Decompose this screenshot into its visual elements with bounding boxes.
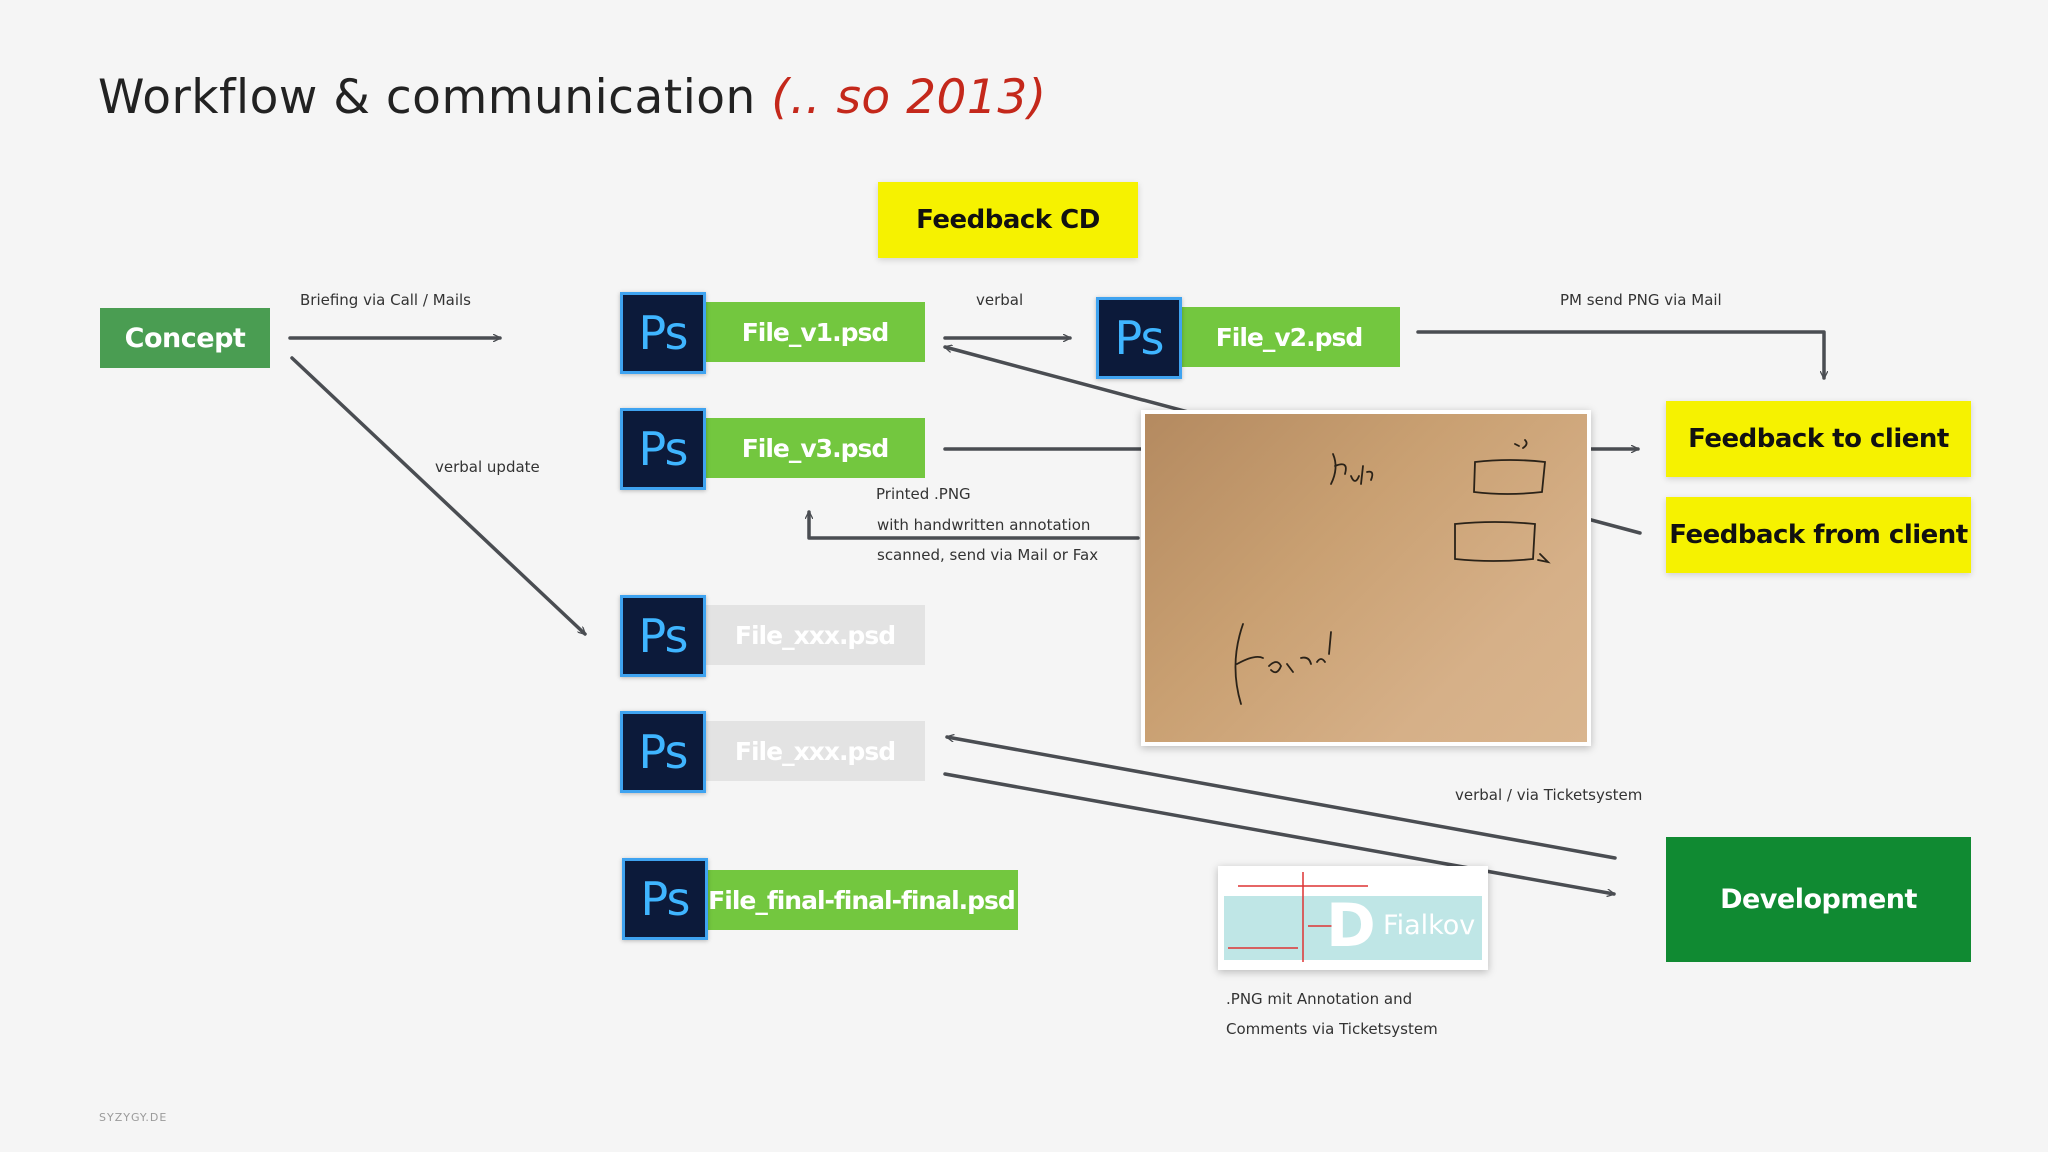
label-verbal: verbal bbox=[976, 291, 1024, 309]
file-v2-bar: File_v2.psd bbox=[1178, 307, 1400, 367]
ps-icon-text: Ps bbox=[638, 422, 689, 476]
file-final-bar: File_final-final-final.psd bbox=[705, 870, 1018, 930]
development-label: Development bbox=[1720, 884, 1917, 915]
label-briefing: Briefing via Call / Mails bbox=[300, 291, 471, 309]
label-png-annot-1: .PNG mit Annotation and bbox=[1226, 990, 1413, 1008]
feedback-to-client-box: Feedback to client bbox=[1666, 401, 1971, 477]
file-final-label: File_final-final-final.psd bbox=[708, 885, 1016, 915]
concept-box: Concept bbox=[100, 308, 270, 368]
file-xxx-label: File_xxx.psd bbox=[734, 736, 896, 766]
label-ticket: verbal / via Ticketsystem bbox=[1455, 786, 1643, 804]
label-printed-2: with handwritten annotation bbox=[877, 516, 1091, 534]
arrow-printed-to-v3 bbox=[809, 510, 1140, 540]
photoshop-icon: Ps bbox=[620, 292, 706, 374]
label-printed-1: Printed .PNG bbox=[876, 485, 971, 503]
file-xxx-bar: File_xxx.psd bbox=[705, 721, 925, 781]
ps-icon-text: Ps bbox=[640, 872, 691, 926]
title-accent: (.. so 2013) bbox=[771, 70, 1047, 125]
screenshot-text: Fialkov bbox=[1383, 910, 1476, 941]
file-v3-bar: File_v3.psd bbox=[705, 418, 925, 478]
arrow-xxx-to-dev bbox=[943, 772, 1616, 894]
scanned-annotation-photo bbox=[1141, 410, 1591, 746]
title-main: Workflow & communication bbox=[98, 70, 756, 125]
feedback-from-client-label: Feedback from client bbox=[1669, 520, 1968, 550]
arrow-concept-to-xxx bbox=[290, 356, 587, 636]
ps-icon-text: Ps bbox=[638, 725, 689, 779]
file-v2-label: File_v2.psd bbox=[1215, 322, 1364, 352]
file-v1-bar: File_v1.psd bbox=[705, 302, 925, 362]
development-box: Development bbox=[1666, 837, 1971, 962]
arrow-v2-to-feedback-client bbox=[1416, 330, 1824, 380]
photoshop-icon: Ps bbox=[620, 408, 706, 490]
file-v3-label: File_v3.psd bbox=[741, 433, 890, 463]
ps-icon-text: Ps bbox=[638, 609, 689, 663]
file-xxx-label: File_xxx.psd bbox=[734, 620, 896, 650]
label-png-annot-2: Comments via Ticketsystem bbox=[1226, 1020, 1438, 1038]
file-xxx-bar: File_xxx.psd bbox=[705, 605, 925, 665]
label-printed-3: scanned, send via Mail or Fax bbox=[877, 546, 1099, 564]
feedback-from-client-box: Feedback from client bbox=[1666, 497, 1971, 573]
ps-icon-text: Ps bbox=[638, 306, 689, 360]
annotated-png-thumbnail: D Fialkov bbox=[1218, 866, 1488, 970]
photoshop-icon: Ps bbox=[620, 595, 706, 677]
arrow-dev-to-xxx bbox=[945, 737, 1617, 860]
label-pm-send: PM send PNG via Mail bbox=[1560, 291, 1722, 309]
footer-brand: SYZYGY.DE bbox=[99, 1111, 168, 1124]
ps-icon-text: Ps bbox=[1114, 311, 1165, 365]
feedback-cd-label: Feedback CD bbox=[916, 205, 1100, 235]
page-title: Workflow & communication (.. so 2013) bbox=[98, 70, 1047, 125]
file-v1-label: File_v1.psd bbox=[741, 317, 890, 347]
photoshop-icon: Ps bbox=[620, 711, 706, 793]
photoshop-icon: Ps bbox=[622, 858, 708, 940]
label-verbal-update: verbal update bbox=[435, 458, 540, 476]
feedback-cd-box: Feedback CD bbox=[878, 182, 1138, 258]
handwriting-sketch bbox=[1234, 439, 1551, 705]
feedback-to-client-label: Feedback to client bbox=[1688, 424, 1949, 454]
concept-label: Concept bbox=[124, 322, 246, 354]
photoshop-icon: Ps bbox=[1096, 297, 1182, 379]
screenshot-logo-letter: D bbox=[1326, 891, 1376, 961]
measurement-marks bbox=[1228, 872, 1368, 962]
